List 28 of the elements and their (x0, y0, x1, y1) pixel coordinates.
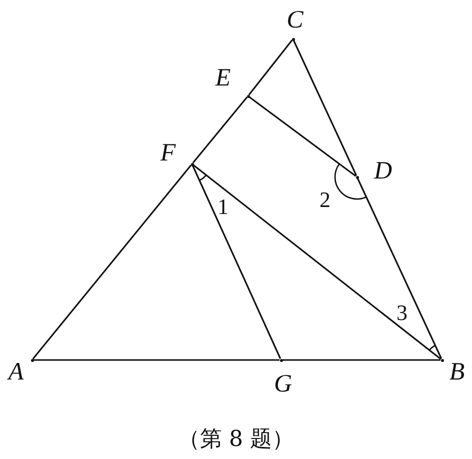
point-label: F (160, 140, 176, 166)
line-segment (356, 178, 442, 359)
line-segment (34, 359, 280, 361)
figure-caption: （第 8 题） (177, 426, 295, 454)
line-segment (192, 165, 282, 359)
point-label: A (8, 360, 24, 384)
line-segment (292, 40, 358, 176)
vertex-point (246, 94, 250, 98)
line-segment (192, 164, 442, 360)
point-label: B (449, 360, 465, 384)
line-segment (282, 359, 440, 361)
vertex-point (356, 176, 358, 178)
point-label: G (274, 372, 292, 396)
point-label: C (286, 8, 304, 32)
vertex-point (440, 358, 444, 362)
angle-label: 3 (396, 302, 408, 324)
point-label: D (374, 158, 392, 184)
angle-label: 1 (218, 196, 228, 218)
line-segment (248, 96, 356, 177)
point-label: E (215, 66, 231, 90)
vertex-point (280, 358, 282, 362)
vertex-point (190, 162, 194, 166)
angle-label: 2 (320, 189, 330, 211)
vertex-point (30, 358, 34, 362)
line-segment (32, 164, 192, 360)
line-segment (192, 96, 248, 164)
vertex-point (292, 38, 294, 40)
line-segment (248, 40, 293, 96)
